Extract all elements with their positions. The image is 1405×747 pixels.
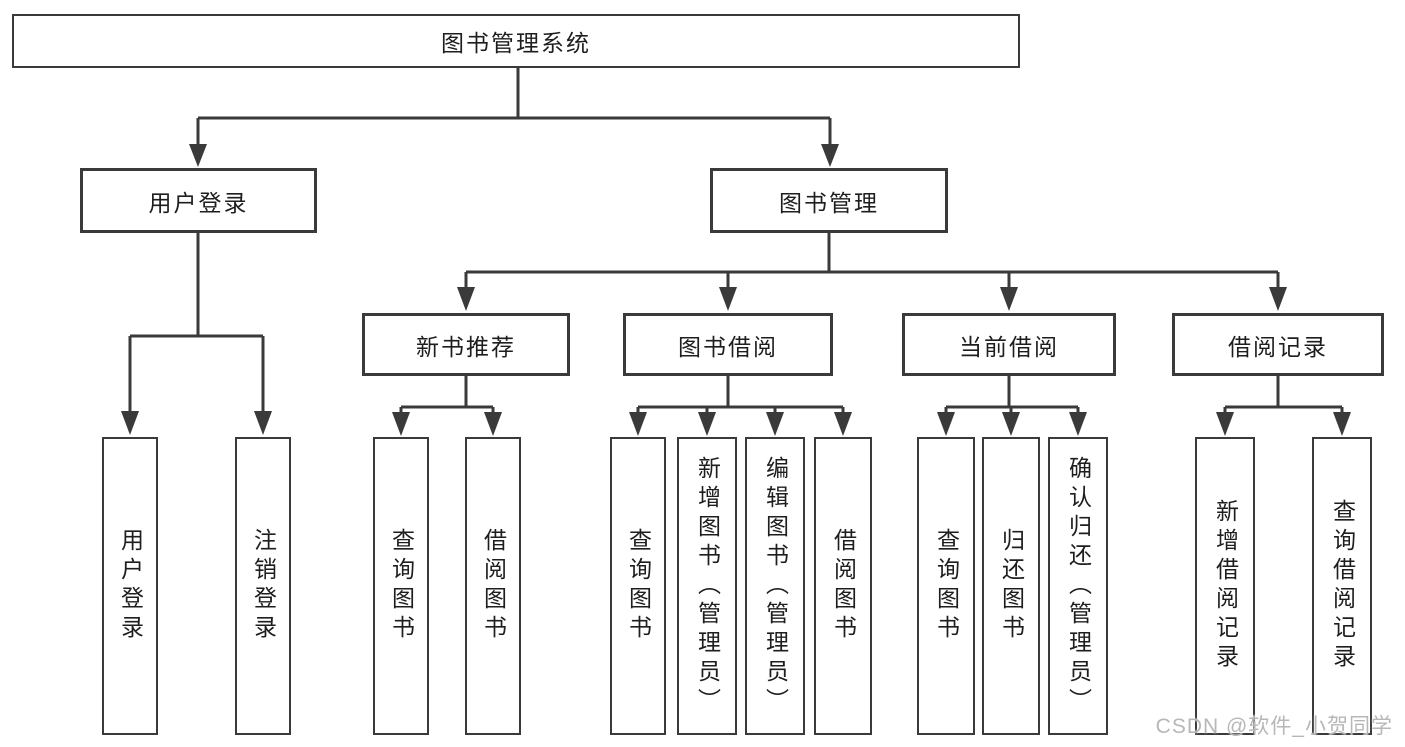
connector-root-to-level2 [189, 68, 839, 167]
arrowhead-icon [457, 287, 475, 311]
arrowhead-icon [1269, 287, 1287, 311]
node-label: 新书推荐 [416, 333, 516, 360]
arrowhead-icon [121, 411, 139, 435]
arrowhead-icon [719, 287, 737, 311]
arrowhead-icon [254, 411, 272, 435]
leaf-user-login: 用户登录 [102, 437, 158, 735]
arrowhead-icon [834, 412, 852, 436]
leaf-borrow-edit-books-admin: 编辑图书（管理员） [745, 437, 805, 735]
node-label: 查询借阅记录 [1329, 499, 1356, 673]
node-root-system: 图书管理系统 [12, 14, 1020, 68]
arrowhead-icon [766, 412, 784, 436]
node-label: 借阅图书 [830, 528, 857, 644]
leaf-borrow-query-books: 查询图书 [610, 437, 666, 735]
node-label: 图书借阅 [678, 333, 778, 360]
arrowhead-icon [1216, 412, 1234, 436]
arrowhead-icon [1000, 287, 1018, 311]
leaf-logout: 注销登录 [235, 437, 291, 735]
node-label: 新增借阅记录 [1212, 499, 1239, 673]
arrowhead-icon [1333, 412, 1351, 436]
arrowhead-icon [189, 144, 207, 167]
node-label: 用户登录 [148, 189, 249, 216]
arrowhead-icon [629, 412, 647, 436]
node-label: 编辑图书（管理员） [762, 455, 789, 717]
leaf-recommend-query-books: 查询图书 [373, 437, 429, 735]
connector-user-login-to-leaves [121, 233, 272, 435]
connector-book-borrow-to-leaves [629, 376, 852, 436]
arrowhead-icon [698, 412, 716, 436]
node-label: 新增图书（管理员） [694, 455, 721, 717]
node-label: 归还图书 [998, 528, 1025, 644]
node-label: 查询图书 [933, 528, 960, 644]
leaf-current-return-books: 归还图书 [982, 437, 1040, 735]
arrowhead-icon [392, 412, 410, 436]
node-current-borrow: 当前借阅 [902, 313, 1116, 376]
arrowhead-icon [937, 412, 955, 436]
node-label: 当前借阅 [959, 333, 1059, 360]
leaf-borrow-add-books-admin: 新增图书（管理员） [677, 437, 737, 735]
arrowhead-icon [1069, 412, 1087, 436]
node-label: 确认归还（管理员） [1065, 455, 1092, 717]
connector-book-management-to-level3 [457, 233, 1287, 311]
node-label: 借阅记录 [1228, 333, 1328, 360]
leaf-current-query-books: 查询图书 [917, 437, 975, 735]
node-label: 注销登录 [250, 528, 277, 644]
leaf-borrow-borrow-books: 借阅图书 [814, 437, 872, 735]
node-label: 图书管理系统 [441, 30, 591, 56]
node-label: 查询图书 [625, 528, 652, 644]
node-book-management: 图书管理 [710, 168, 948, 233]
arrowhead-icon [484, 412, 502, 436]
leaf-records-add-record: 新增借阅记录 [1195, 437, 1255, 735]
arrowhead-icon [821, 144, 839, 167]
node-new-book-recommend: 新书推荐 [362, 313, 570, 376]
node-book-borrow: 图书借阅 [623, 313, 833, 376]
leaf-recommend-borrow-books: 借阅图书 [465, 437, 521, 735]
node-user-login: 用户登录 [80, 168, 317, 233]
node-label: 图书管理 [779, 189, 879, 216]
node-label: 借阅图书 [480, 528, 507, 644]
arrowhead-icon [1002, 412, 1020, 436]
leaf-records-query-record: 查询借阅记录 [1312, 437, 1372, 735]
node-label: 用户登录 [117, 528, 144, 644]
node-borrow-records: 借阅记录 [1172, 313, 1384, 376]
node-label: 查询图书 [388, 528, 415, 644]
connector-borrow-records-to-leaves [1216, 376, 1351, 436]
leaf-current-confirm-return-admin: 确认归还（管理员） [1048, 437, 1108, 735]
connector-current-borrow-to-leaves [937, 376, 1087, 436]
connector-new-book-recommend-to-leaves [392, 376, 502, 436]
csdn-watermark: CSDN @软件_小贺同学 [1155, 715, 1393, 738]
